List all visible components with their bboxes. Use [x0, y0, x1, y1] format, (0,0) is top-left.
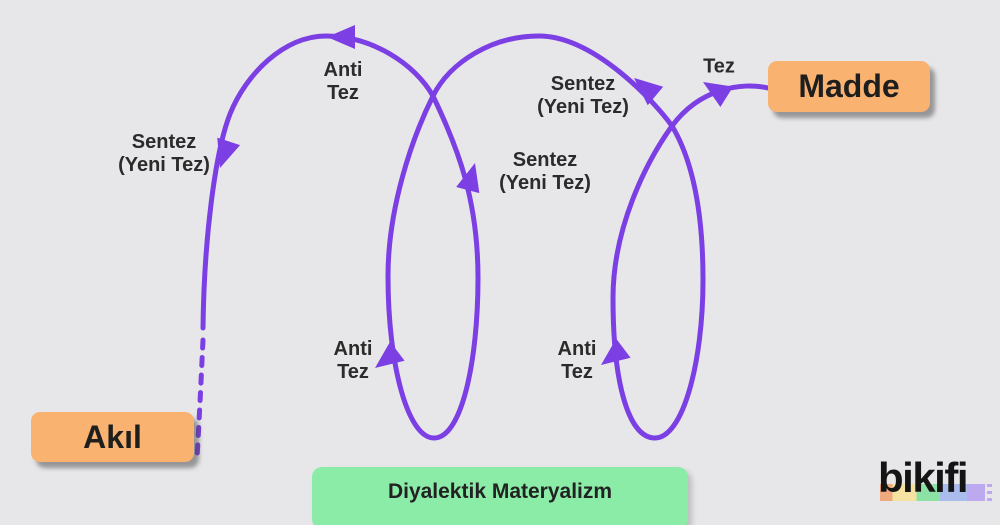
caption-box: Diyalektik Materyalizm	[312, 467, 688, 525]
anti-tez-mid-arrowhead	[375, 341, 405, 368]
label-sentez-mid-line2: (Yeni Tez)	[499, 172, 591, 194]
logo-text: bikifi	[878, 454, 969, 501]
label-anti-tez-top-line2: Tez	[327, 82, 359, 104]
tez-arrowhead	[703, 82, 734, 108]
node-akil: Akıl	[31, 412, 194, 462]
label-anti-tez-right-line1: Anti	[557, 338, 597, 360]
label-sentez-mid-line1: Sentez	[512, 149, 578, 171]
anti-tez-top-arrowhead	[327, 25, 355, 49]
node-madde: Madde	[768, 61, 930, 112]
label-tez: Tez	[703, 55, 735, 78]
label-sentez-right-line1: Sentez	[550, 73, 616, 95]
label-sentez-right-line2: (Yeni Tez)	[537, 96, 629, 118]
label-sentez-left-line2: (Yeni Tez)	[118, 154, 210, 176]
label-anti-tez-mid-line2: Tez	[337, 361, 369, 383]
sentez-mid-arrowhead	[456, 163, 480, 194]
anti-tez-right-arrowhead	[601, 338, 631, 365]
logo-stripe-dashes	[987, 484, 992, 501]
label-sentez-left-line1: Sentez	[131, 131, 197, 153]
dashed-continuation-path	[194, 337, 206, 461]
label-anti-tez-top-line1: Anti	[323, 59, 363, 81]
label-anti-tez-right-line2: Tez	[561, 361, 593, 383]
dialectic-spiral-path	[200, 33, 771, 441]
label-anti-tez-right: Anti Tez	[558, 338, 597, 384]
logo-color-stripes	[880, 484, 985, 501]
label-sentez-left: Sentez (Yeni Tez)	[118, 131, 210, 177]
sentez-left-arrowhead	[217, 137, 241, 168]
label-sentez-mid: Sentez (Yeni Tez)	[499, 149, 591, 195]
sentez-right-arrowhead	[634, 78, 664, 106]
label-anti-tez-top: Anti Tez	[324, 59, 363, 105]
label-anti-tez-mid-line1: Anti	[333, 338, 373, 360]
label-anti-tez-mid: Anti Tez	[334, 338, 373, 384]
caption-text: Diyalektik Materyalizm	[387, 480, 613, 503]
label-sentez-right: Sentez (Yeni Tez)	[537, 73, 629, 119]
bikifi-logo: bikifi	[878, 454, 996, 518]
